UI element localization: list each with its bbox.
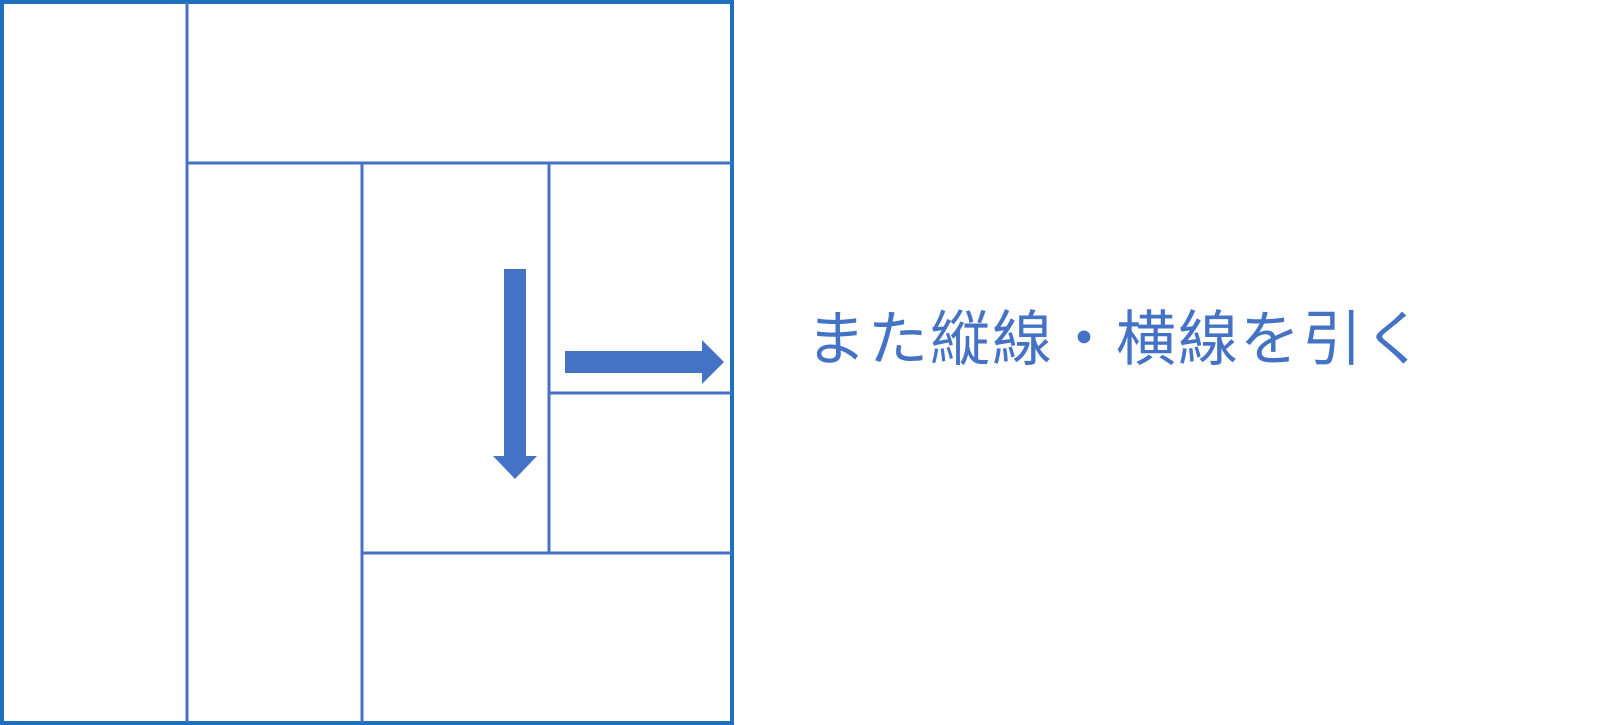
outer-frame	[0, 0, 734, 725]
right-arrow	[565, 340, 724, 384]
grid-diagram	[0, 0, 734, 725]
down-arrow	[493, 269, 537, 479]
caption-text: また縦線・横線を引く	[806, 305, 1426, 375]
